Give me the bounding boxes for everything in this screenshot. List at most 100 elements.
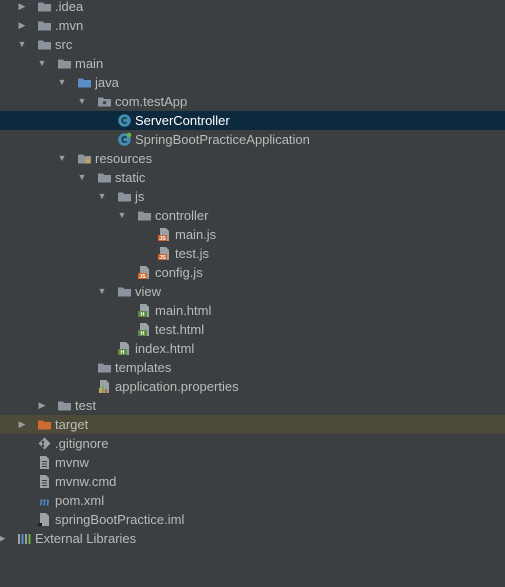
- tree-item-label: ServerController: [135, 113, 230, 128]
- svg-text:H: H: [141, 312, 145, 318]
- tree-item-gitignore[interactable]: .gitignore: [0, 434, 505, 453]
- tree-item-label: mvnw: [55, 455, 89, 470]
- tree-item-label: config.js: [155, 265, 203, 280]
- tree-item-springbootpractice-iml[interactable]: springBootPractice.iml: [0, 510, 505, 529]
- spring-boot-class-icon: [117, 132, 132, 147]
- expand-arrow-right-icon[interactable]: ▶: [18, 419, 26, 429]
- java-class-icon: [117, 113, 132, 128]
- svg-text:m: m: [39, 494, 49, 509]
- tree-item-label: springBootPractice.iml: [55, 512, 185, 527]
- js-file-icon: JS: [157, 246, 172, 261]
- tree-item-resources[interactable]: ▼ resources: [0, 149, 505, 168]
- tree-item-idea[interactable]: ▶ .idea: [0, 0, 505, 16]
- source-folder-icon: [77, 75, 92, 90]
- folder-icon: [37, 37, 52, 52]
- tree-item-main[interactable]: ▼ main: [0, 54, 505, 73]
- tree-item-label: External Libraries: [35, 531, 137, 546]
- tree-item-label: com.testApp: [115, 94, 188, 109]
- tree-item-springbootpracticeapplication[interactable]: SpringBootPracticeApplication: [0, 130, 505, 149]
- tree-item-pom-xml[interactable]: m pom.xml: [0, 491, 505, 510]
- tree-item-label: templates: [115, 360, 172, 375]
- folder-icon: [37, 18, 52, 33]
- folder-icon: [137, 208, 152, 223]
- expand-arrow-down-icon[interactable]: ▼: [37, 58, 47, 68]
- svg-text:H: H: [141, 331, 145, 337]
- tree-item-label: .mvn: [55, 18, 84, 33]
- tree-item-label: test.js: [175, 246, 209, 261]
- tree-item-mvn[interactable]: ▶ .mvn: [0, 16, 505, 35]
- tree-item-label: main.js: [175, 227, 217, 242]
- tree-item-label: main.html: [155, 303, 212, 318]
- tree-item-controller[interactable]: ▼ controller: [0, 206, 505, 225]
- tree-item-application-properties[interactable]: application.properties: [0, 377, 505, 396]
- package-icon: [97, 94, 112, 109]
- expand-arrow-down-icon[interactable]: ▼: [97, 286, 107, 296]
- tree-item-js[interactable]: ▼ js: [0, 187, 505, 206]
- excluded-folder-icon: [37, 417, 52, 432]
- expand-arrow-down-icon[interactable]: ▼: [117, 210, 127, 220]
- tree-item-label: resources: [95, 151, 153, 166]
- tree-item-static[interactable]: ▼ static: [0, 168, 505, 187]
- tree-item-view[interactable]: ▼ view: [0, 282, 505, 301]
- folder-icon: [117, 284, 132, 299]
- tree-item-external-libraries[interactable]: ▶ External Libraries: [0, 529, 505, 548]
- tree-item-label: controller: [155, 208, 209, 223]
- tree-item-main-js[interactable]: JS main.js: [0, 225, 505, 244]
- expand-arrow-right-icon[interactable]: ▶: [18, 1, 26, 11]
- text-file-icon: [37, 455, 52, 470]
- tree-item-src[interactable]: ▼src: [0, 35, 505, 54]
- tree-item-label: js: [135, 189, 145, 204]
- tree-item-com-testapp[interactable]: ▼ com.testApp: [0, 92, 505, 111]
- tree-item-mvnw[interactable]: mvnw: [0, 453, 505, 472]
- tree-item-test-js[interactable]: JS test.js: [0, 244, 505, 263]
- html-file-icon: H: [137, 322, 152, 337]
- html-file-icon: H: [137, 303, 152, 318]
- expand-arrow-right-icon[interactable]: ▶: [0, 533, 6, 543]
- tree-item-target[interactable]: ▶ target: [0, 415, 505, 434]
- maven-pom-icon: m: [37, 493, 52, 509]
- tree-item-label: target: [55, 417, 89, 432]
- expand-arrow-down-icon[interactable]: ▼: [77, 96, 87, 106]
- tree-item-java[interactable]: ▼ java: [0, 73, 505, 92]
- expand-arrow-down-icon[interactable]: ▼: [97, 191, 107, 201]
- tree-item-label: main: [75, 56, 104, 71]
- tree-item-templates[interactable]: templates: [0, 358, 505, 377]
- expand-arrow-down-icon[interactable]: ▼: [57, 77, 67, 87]
- folder-icon: [37, 0, 52, 14]
- expand-arrow-down-icon[interactable]: ▼: [77, 172, 87, 182]
- svg-text:H: H: [121, 350, 125, 356]
- tree-item-label: .idea: [55, 0, 84, 14]
- tree-item-label: static: [115, 170, 146, 185]
- tree-item-label: java: [95, 75, 119, 90]
- tree-item-test[interactable]: ▶ test: [0, 396, 505, 415]
- tree-item-label: SpringBootPracticeApplication: [135, 132, 310, 147]
- tree-item-servercontroller[interactable]: ServerController: [0, 111, 505, 130]
- js-file-icon: JS: [157, 227, 172, 242]
- tree-item-label: view: [135, 284, 162, 299]
- tree-item-label: application.properties: [115, 379, 239, 394]
- expand-arrow-right-icon[interactable]: ▶: [18, 20, 26, 30]
- tree-item-mvnw-cmd[interactable]: mvnw.cmd: [0, 472, 505, 491]
- expand-arrow-down-icon[interactable]: ▼: [57, 153, 67, 163]
- folder-icon: [97, 360, 112, 375]
- properties-file-icon: [97, 379, 112, 394]
- folder-icon: [97, 170, 112, 185]
- html-file-icon: H: [117, 341, 132, 356]
- svg-text:JS: JS: [159, 236, 166, 242]
- libraries-icon: [17, 531, 32, 546]
- svg-text:JS: JS: [159, 255, 166, 261]
- folder-icon: [57, 56, 72, 71]
- expand-arrow-right-icon[interactable]: ▶: [38, 400, 46, 410]
- tree-item-label: pom.xml: [55, 493, 105, 508]
- tree-item-label: test: [75, 398, 96, 413]
- tree-item-label: .gitignore: [55, 436, 109, 451]
- iml-file-icon: [37, 512, 52, 527]
- expand-arrow-down-icon[interactable]: ▼: [17, 39, 27, 49]
- git-file-icon: [37, 436, 52, 451]
- resources-folder-icon: [77, 151, 92, 166]
